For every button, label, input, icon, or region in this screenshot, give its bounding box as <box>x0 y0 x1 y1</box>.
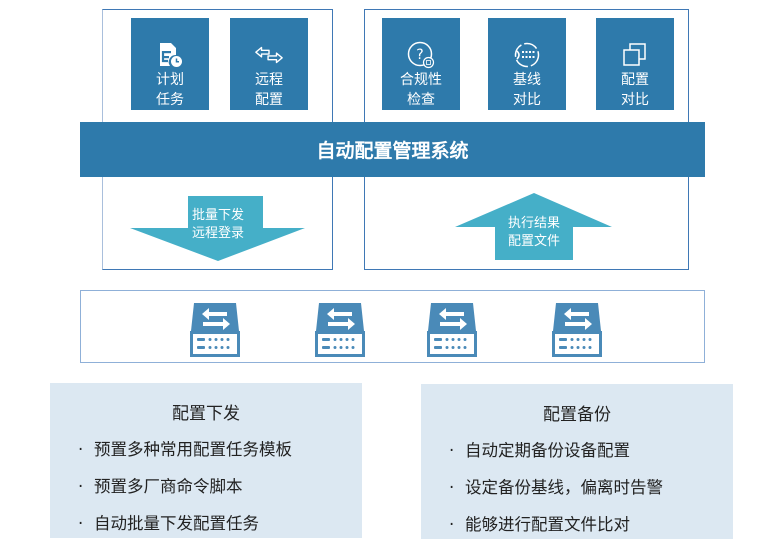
scheduled-task-icon <box>155 42 185 68</box>
panel-item: ·自动批量下发配置任务 <box>78 514 259 533</box>
panel-item: ·能够进行配置文件比对 <box>449 515 630 534</box>
network-switch-device <box>314 303 366 357</box>
remote-config-arrows-icon <box>254 42 284 68</box>
panel-item: ·预置多厂商命令脚本 <box>78 477 243 496</box>
down-arrow <box>130 196 305 261</box>
tile-label: 计划 任务 <box>156 72 184 108</box>
network-switch-device <box>189 303 241 357</box>
panel-config-deploy: 配置下发 ·预置多种常用配置任务模板 ·预置多厂商命令脚本 ·自动批量下发配置任… <box>50 383 362 538</box>
tile-label: 合规性 检查 <box>400 72 442 108</box>
tile-baseline-compare[interactable]: 基线 对比 <box>488 18 566 110</box>
tile-label: 远程 配置 <box>255 72 283 108</box>
up-arrow-label: 执行结果 配置文件 <box>507 216 560 249</box>
tile-config-compare[interactable]: 配置 对比 <box>596 18 674 110</box>
network-switch-icon <box>190 303 240 357</box>
compliance-check-icon: ? <box>406 41 436 69</box>
baseline-compare-icon <box>512 42 542 68</box>
panel-item: ·自动定期备份设备配置 <box>449 441 630 460</box>
config-compare-icon <box>620 42 650 68</box>
tile-label: 基线 对比 <box>513 72 541 108</box>
panel-title: 配置备份 <box>543 405 611 425</box>
panel-config-backup: 配置备份 ·自动定期备份设备配置 ·设定备份基线，偏离时告警 ·能够进行配置文件… <box>421 384 733 539</box>
down-arrow-label: 批量下发 远程登录 <box>191 208 244 241</box>
svg-text:?: ? <box>416 47 423 63</box>
network-switch-icon <box>427 303 477 357</box>
tile-compliance-check[interactable]: ? 合规性 检查 <box>382 18 460 110</box>
panel-item: ·设定备份基线，偏离时告警 <box>449 478 663 497</box>
device-row <box>80 290 705 363</box>
panel-title: 配置下发 <box>172 404 240 424</box>
up-arrow <box>455 193 612 260</box>
system-title-banner: 自动配置管理系统 <box>80 122 705 177</box>
network-switch-device <box>551 303 603 357</box>
network-switch-icon <box>315 303 365 357</box>
panel-item: ·预置多种常用配置任务模板 <box>78 440 292 459</box>
tile-remote-config[interactable]: 远程 配置 <box>230 18 308 110</box>
tile-label: 配置 对比 <box>621 72 649 108</box>
system-title: 自动配置管理系统 <box>316 140 469 162</box>
network-switch-device <box>426 303 478 357</box>
network-switch-icon <box>552 303 602 357</box>
tile-scheduled-task[interactable]: 计划 任务 <box>131 18 209 110</box>
